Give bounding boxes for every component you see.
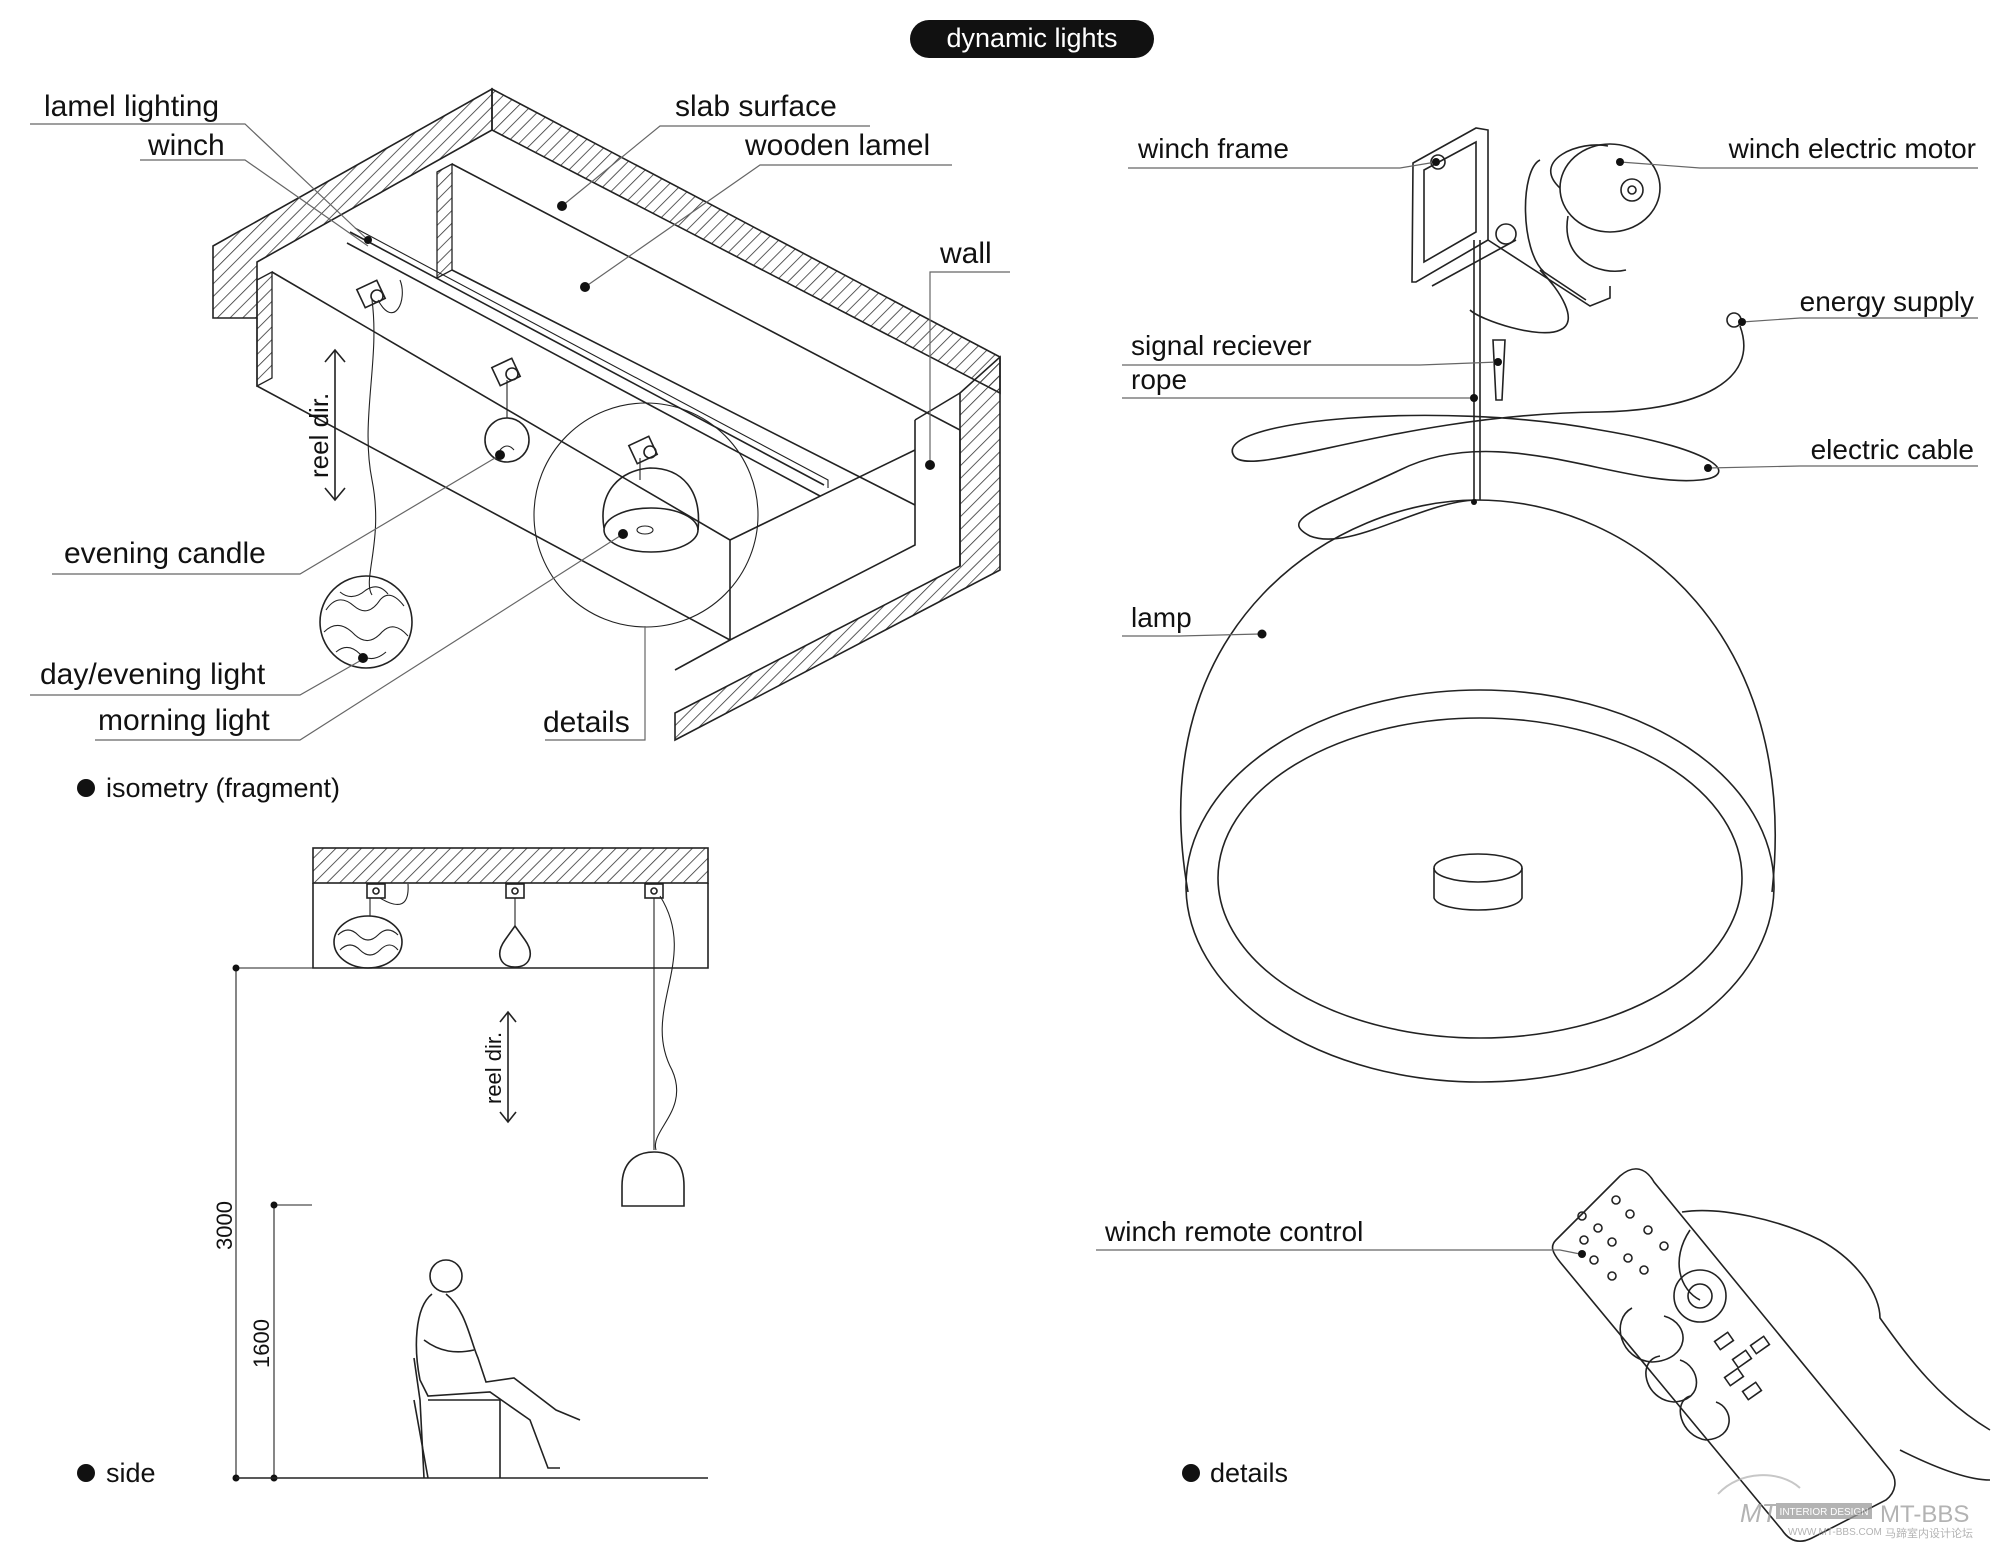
signal-receiver-part: [1492, 339, 1506, 401]
details-caption: details: [1210, 1458, 1288, 1488]
wall-section: [674, 355, 1001, 742]
winch-unit-2: [490, 357, 522, 387]
label-energy-supply: energy supply: [1800, 286, 1974, 317]
lamel-rail: [349, 231, 825, 486]
reel-dir-label: reel dir.: [304, 393, 334, 478]
winch-remote-body: [1551, 1168, 1896, 1543]
title-pill: dynamic lights: [910, 20, 1154, 58]
label-evening-candle: evening candle: [64, 537, 266, 570]
reel-direction-arrow: [324, 348, 346, 502]
slab-recess-left: [436, 162, 453, 280]
details-caption-bullet: [1182, 1464, 1200, 1482]
electric-cable-line: [1231, 325, 1745, 540]
label-details: details: [543, 706, 630, 739]
details-callout-circle: [533, 402, 759, 628]
seated-person-figure: [413, 1259, 581, 1479]
side-caption: side: [106, 1458, 156, 1488]
svg-text:马蹄室内设计论坛: 马蹄室内设计论坛: [1885, 1526, 1973, 1540]
dim-height-3000: 3000: [212, 1201, 237, 1250]
isometry-drawing: reel dir.: [30, 87, 1010, 742]
slab-recess-small: [256, 270, 273, 388]
label-morning-light: morning light: [98, 704, 270, 737]
morning-light-lamp: [602, 467, 700, 553]
side-wavy-lamp: [333, 915, 403, 969]
winch-unit-3: [627, 435, 659, 465]
dim-eye-1600: 1600: [249, 1319, 274, 1368]
svg-text:MT: MT: [1740, 1498, 1780, 1528]
label-winch-remote-control: winch remote control: [1104, 1216, 1363, 1247]
label-signal-reciever: signal reciever: [1131, 330, 1312, 361]
winch-frame-part: [1411, 127, 1611, 307]
iso-caption: isometry (fragment): [106, 773, 340, 803]
svg-text:INTERIOR DESIGN: INTERIOR DESIGN: [1780, 1507, 1869, 1518]
label-wall: wall: [939, 237, 992, 270]
svg-text:WWW.MT-BBS.COM: WWW.MT-BBS.COM: [1788, 1527, 1882, 1538]
winch-unit-1: [355, 279, 387, 309]
side-slab: [312, 847, 709, 884]
label-wooden-lamel: wooden lamel: [744, 129, 930, 162]
side-reel-dir-label: reel dir.: [481, 1032, 506, 1104]
side-view-drawing: [232, 847, 709, 1482]
label-slab-surface: slab surface: [675, 90, 837, 123]
label-winch-electric-motor: winch electric motor: [1728, 133, 1976, 164]
svg-text:MT-BBS: MT-BBS: [1880, 1501, 1969, 1528]
watermark-logo: MT INTERIOR DESIGN MT-BBS WWW.MT-BBS.COM…: [1717, 1474, 1973, 1540]
day-evening-lamp: [319, 575, 413, 669]
label-electric-cable: electric cable: [1811, 434, 1974, 465]
side-bowl-lamp: [621, 1151, 685, 1207]
label-rope: rope: [1131, 364, 1187, 395]
label-winch-frame: winch frame: [1137, 133, 1289, 164]
side-caption-bullet: [77, 1464, 95, 1482]
hand-with-remote: [1551, 1168, 1991, 1543]
label-winch: winch: [147, 129, 225, 162]
label-lamel-lighting: lamel lighting: [44, 90, 219, 123]
sheet-title: dynamic lights: [946, 23, 1117, 53]
evening-candle-lamp: [484, 417, 530, 463]
details-drawing: [1096, 127, 1991, 1543]
winch-electric-motor-part: [1524, 143, 1661, 301]
lamp-dome-part: [1180, 499, 1777, 1083]
label-lamp: lamp: [1131, 602, 1192, 633]
label-day-evening-light: day/evening light: [40, 658, 266, 691]
iso-caption-bullet: [77, 779, 95, 797]
side-candle-lamp: [499, 924, 531, 968]
